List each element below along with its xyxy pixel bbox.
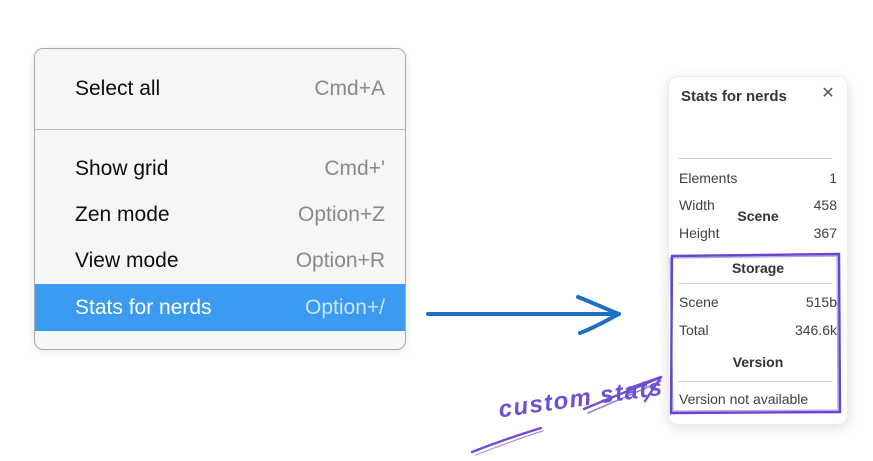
menu-item-zen-mode[interactable]: Zen mode Option+Z <box>35 192 405 238</box>
flow-arrow <box>426 295 621 335</box>
stats-panel-title: Stats for nerds <box>681 88 787 105</box>
stat-value: 1 <box>829 170 837 186</box>
storage-section-heading: Storage <box>731 260 785 276</box>
stat-label: Elements <box>679 170 738 186</box>
storage-divider <box>678 283 832 284</box>
menu-item-label: Zen mode <box>75 203 170 226</box>
menu-item-select-all[interactable]: Select all Cmd+A <box>35 66 405 112</box>
version-section-heading: Version <box>732 354 784 370</box>
menu-section-bottom: Show grid Cmd+' Zen mode Option+Z View m… <box>35 130 405 345</box>
menu-item-shortcut: Option+/ <box>305 295 385 319</box>
custom-stats-annotation: custom stats <box>496 373 666 424</box>
stat-label: Width <box>679 197 715 213</box>
stat-row-scene-storage: Scene 515b <box>679 293 837 311</box>
menu-item-shortcut: Option+R <box>295 249 385 272</box>
stat-value: 458 <box>813 197 837 213</box>
menu-item-shortcut: Cmd+' <box>324 157 385 180</box>
version-divider <box>678 381 832 382</box>
stat-row-height: Height 367 <box>679 224 837 242</box>
menu-divider <box>35 129 405 130</box>
stat-row-width: Width 458 <box>679 196 837 214</box>
menu-item-label: View mode <box>75 249 179 272</box>
scene-divider <box>678 158 832 159</box>
menu-section-top: Select all Cmd+A <box>35 49 405 129</box>
stat-label: Scene <box>679 294 719 310</box>
stat-row-elements: Elements 1 <box>679 169 837 187</box>
menu-item-label: Select all <box>75 77 161 100</box>
stat-value: 367 <box>813 225 837 241</box>
scene-section-heading: Scene <box>737 208 779 224</box>
version-note: Version not available <box>679 391 809 407</box>
menu-item-stats-for-nerds[interactable]: Stats for nerds Option+/ <box>35 284 405 331</box>
context-menu: Select all Cmd+A Show grid Cmd+' Zen mod… <box>34 48 406 350</box>
stat-row-total-storage: Total 346.6k <box>679 321 837 339</box>
close-icon[interactable]: ✕ <box>821 85 835 102</box>
menu-item-label: Stats for nerds <box>75 295 212 319</box>
stats-panel: Stats for nerds ✕ Scene Elements 1 Width… <box>668 76 848 425</box>
stat-value: 515b <box>805 294 837 310</box>
menu-item-shortcut: Option+Z <box>298 203 385 226</box>
menu-item-label: Show grid <box>75 157 169 180</box>
menu-item-show-grid[interactable]: Show grid Cmd+' <box>35 146 405 192</box>
stat-label: Total <box>679 322 709 338</box>
menu-item-view-mode[interactable]: View mode Option+R <box>35 238 405 284</box>
menu-item-shortcut: Cmd+A <box>314 77 385 100</box>
stat-label: Height <box>679 225 720 241</box>
stat-value: 346.6k <box>794 322 837 338</box>
